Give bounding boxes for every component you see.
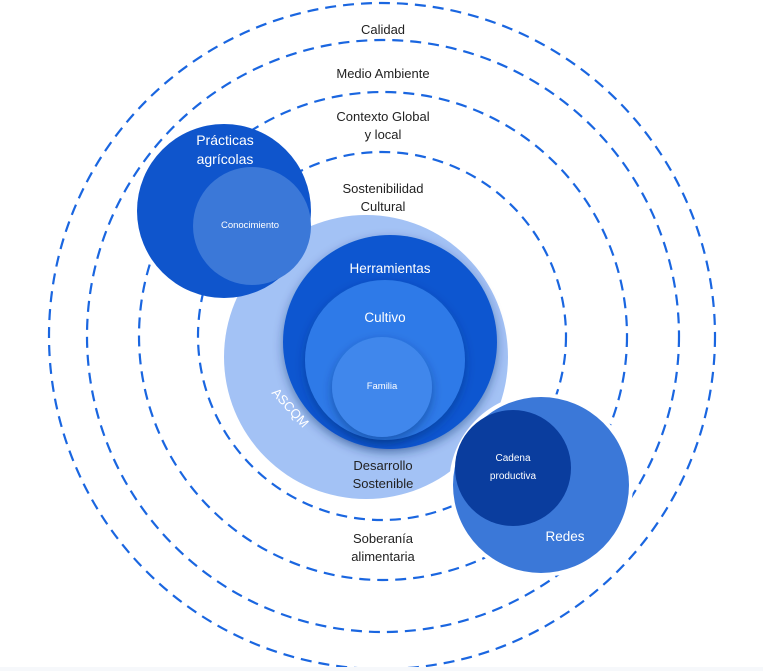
label-medio-ambiente-text: Medio Ambiente — [336, 66, 430, 81]
label-conocimiento-text: Conocimiento — [220, 220, 280, 231]
label-redes: Redes — [535, 528, 595, 546]
label-calidad-text: Calidad — [360, 22, 406, 37]
label-redes-text: Redes — [545, 529, 585, 544]
label-contexto-line1: Contexto Global — [336, 109, 430, 124]
label-cadena-line1: Cadena — [495, 453, 531, 464]
label-sostenibilidad-line2: Cultural — [360, 199, 406, 214]
label-cadena-productiva: Cadena productiva — [473, 450, 553, 486]
label-practicas-agricolas: Prácticas agrícolas — [170, 131, 280, 169]
label-soberania-alimentaria: Soberanía alimentaria — [313, 530, 453, 566]
label-practicas-line1: Prácticas — [196, 132, 254, 148]
label-cadena-line2: productiva — [489, 471, 537, 482]
label-desarrollo-line1: Desarrollo — [353, 458, 413, 473]
label-desarrollo-sostenible: Desarrollo Sostenible — [313, 457, 453, 493]
label-sostenibilidad-line1: Sostenibilidad — [342, 181, 424, 196]
label-contexto-line2: y local — [364, 127, 402, 142]
cadena-productiva-circle — [455, 410, 571, 526]
label-cultivo-text: Cultivo — [364, 310, 406, 325]
label-cultivo: Cultivo — [330, 309, 440, 327]
bottom-strip — [0, 667, 763, 671]
label-soberania-line1: Soberanía — [353, 531, 413, 546]
ring-medio-ambiente — [85, 38, 681, 634]
conocimiento-circle — [193, 167, 311, 285]
label-familia-text: Familia — [366, 381, 398, 392]
label-medio-ambiente: Medio Ambiente — [313, 65, 453, 83]
familia-circle — [332, 337, 432, 437]
label-practicas-line2: agrícolas — [196, 151, 254, 167]
ring-sostenibilidad-cultural — [196, 150, 568, 522]
label-desarrollo-line2: Sostenible — [352, 476, 414, 491]
label-herramientas: Herramientas — [330, 260, 450, 278]
label-contexto-global: Contexto Global y local — [313, 108, 453, 144]
label-herramientas-text: Herramientas — [349, 261, 431, 276]
label-familia: Familia — [342, 378, 422, 396]
ring-contexto-global — [137, 90, 629, 582]
label-sostenibilidad-cultural: Sostenibilidad Cultural — [313, 180, 453, 216]
label-calidad: Calidad — [333, 21, 433, 39]
label-conocimiento: Conocimiento — [205, 217, 295, 235]
label-soberania-line2: alimentaria — [351, 549, 415, 564]
